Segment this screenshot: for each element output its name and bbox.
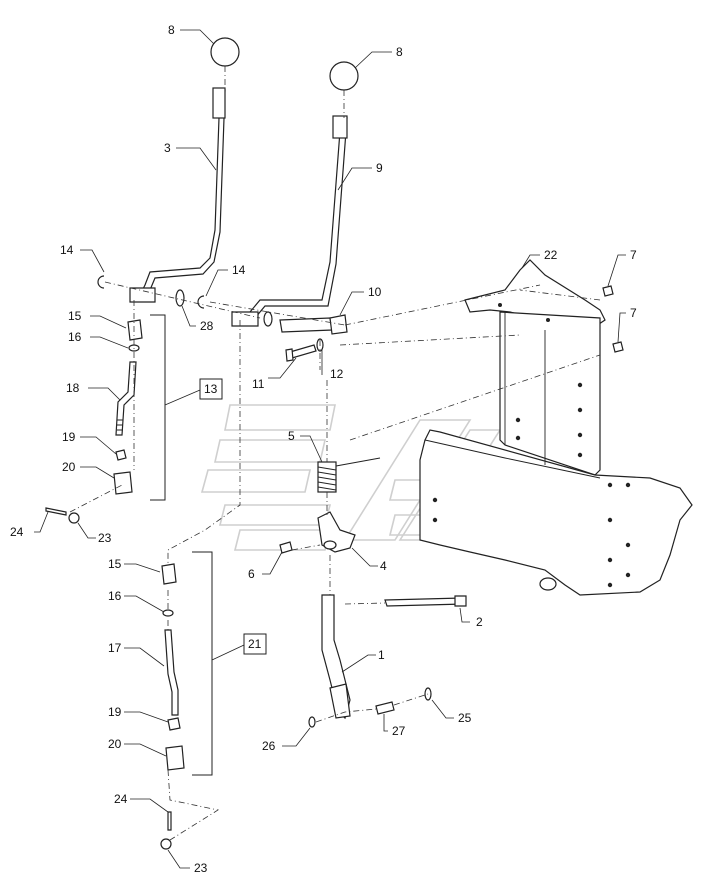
callout-19-upper: 19 — [62, 430, 76, 444]
callout-18: 18 — [66, 381, 80, 395]
lever-1 — [321, 594, 351, 720]
callout-22: 22 — [544, 248, 558, 262]
shift-lever-left — [129, 87, 226, 303]
callout-16-upper: 16 — [68, 330, 82, 344]
callout-16-lower: 16 — [108, 589, 122, 603]
bolt-7-lower — [612, 341, 624, 353]
upper-linkage — [113, 319, 143, 495]
washer-28 — [175, 289, 185, 307]
callout-box-21 — [243, 633, 267, 655]
callout-12: 12 — [330, 367, 344, 381]
washer-right-shaft — [263, 311, 273, 327]
callout-15-lower: 15 — [108, 557, 122, 571]
clip-14-right — [197, 295, 205, 309]
centerlines — [69, 66, 601, 841]
callout-9: 9 — [376, 161, 383, 175]
callout-23-lower: 23 — [194, 861, 208, 875]
callout-19-lower: 19 — [108, 705, 122, 719]
callout-box-13 — [199, 378, 223, 400]
knob-right — [329, 61, 359, 91]
rod-2 — [384, 595, 467, 607]
callout-6: 6 — [248, 567, 255, 581]
callout-5: 5 — [288, 429, 295, 443]
callout-14-left: 14 — [60, 243, 74, 257]
callout-20-lower: 20 — [108, 737, 122, 751]
callout-23-upper: 23 — [98, 531, 112, 545]
callout-4: 4 — [380, 559, 387, 573]
bolt-11 — [285, 338, 324, 362]
bracket-4 — [317, 511, 356, 553]
callout-24-lower: 24 — [114, 792, 128, 806]
cotter-24-upper — [45, 507, 67, 516]
clip-14-left — [97, 275, 105, 289]
callout-2: 2 — [476, 615, 483, 629]
callout-26: 26 — [262, 739, 276, 753]
spring-5 — [317, 457, 381, 493]
callout-20-upper: 20 — [62, 460, 76, 474]
callout-7-lower: 7 — [630, 306, 637, 320]
callout-11: 11 — [252, 377, 265, 391]
group-bracket-21 — [192, 551, 245, 776]
pin-23-lower — [160, 838, 172, 850]
callout-21: 21 — [248, 637, 262, 651]
leader-lines — [34, 29, 626, 869]
callout-13: 13 — [204, 382, 218, 396]
chassis-frame — [419, 259, 693, 596]
callout-28: 28 — [200, 319, 214, 333]
callout-14-right: 14 — [232, 263, 246, 277]
callout-7-upper: 7 — [630, 248, 637, 262]
knob-left — [210, 37, 240, 67]
callout-8-right: 8 — [396, 45, 403, 59]
group-bracket-13 — [150, 314, 201, 501]
pin-23-upper — [68, 512, 80, 524]
callout-3: 3 — [164, 141, 171, 155]
callout-10: 10 — [368, 285, 382, 299]
callout-24-upper: 24 — [10, 525, 24, 539]
callout-15-upper: 15 — [68, 309, 82, 323]
shift-lever-right — [231, 115, 348, 335]
bolt-6 — [279, 541, 293, 554]
bolt-7-upper — [602, 285, 614, 297]
nut-26 — [308, 716, 316, 728]
callout-8-left: 8 — [168, 23, 175, 37]
lower-linkage — [161, 563, 185, 771]
callout-27: 27 — [392, 724, 406, 738]
bolt-27 — [375, 701, 395, 715]
callout-1: 1 — [378, 648, 385, 662]
callout-25: 25 — [458, 711, 472, 725]
cotter-24-lower — [167, 811, 172, 831]
callout-17: 17 — [108, 641, 122, 655]
